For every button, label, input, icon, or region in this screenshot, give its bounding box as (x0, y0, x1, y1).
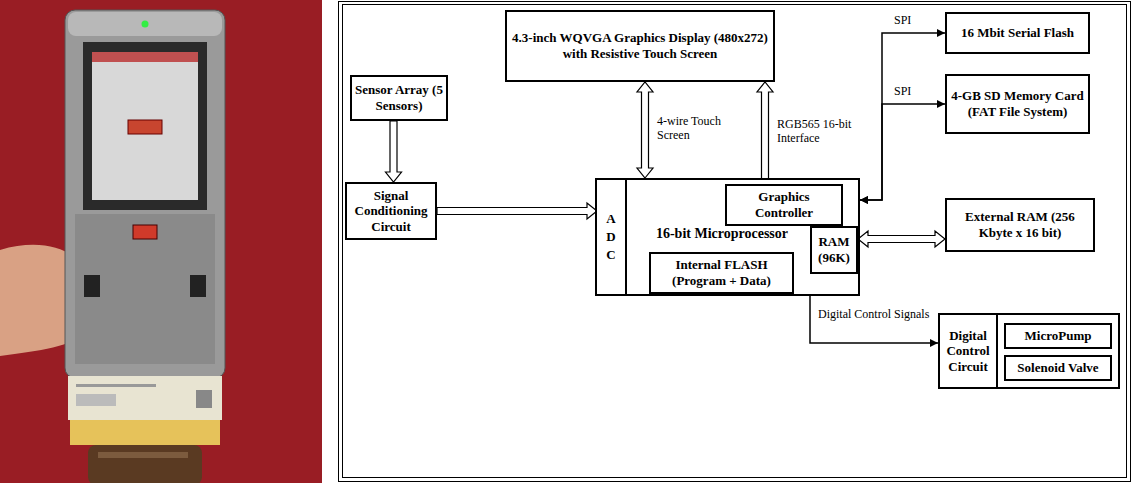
label-logo (76, 394, 116, 406)
photo-background (0, 0, 322, 483)
control-circuit-box: Digital Control Circuit MicroPumpSolenoid… (938, 313, 1120, 389)
box-label: Digital Control Circuit (940, 315, 998, 387)
connector-label: 4-wire Touch Screen (657, 114, 739, 143)
collar (70, 420, 220, 445)
screen (92, 52, 198, 200)
box-label: 16 Mbit Serial Flash (958, 25, 1077, 41)
ram-box: RAM (96K) (810, 226, 858, 274)
flash-box: 16 Mbit Serial Flash (945, 12, 1090, 54)
connector-label: Digital Control Signals (818, 307, 929, 321)
sensor-box: Sensor Array (5 Sensors) (350, 75, 448, 121)
sd-card-box: 4-GB SD Memory Card (FAT File System) (945, 74, 1090, 134)
box-label: Graphics Controller (727, 189, 841, 220)
block-arrow (386, 121, 402, 182)
vertical-label: ADC (602, 210, 620, 265)
box-label: MicroPump (1022, 328, 1095, 344)
sample-jar (88, 445, 202, 483)
adc-band: ADC (597, 180, 627, 294)
graphics-controller-box: Graphics Controller (725, 184, 843, 226)
label-stripe (76, 384, 156, 387)
signal-box: Signal Conditioning Circuit (345, 182, 437, 240)
block-arrow (858, 231, 945, 247)
box-label: Solenoid Valve (1014, 360, 1101, 376)
bus-line (860, 104, 945, 200)
pump-box: MicroPump (1004, 323, 1112, 349)
box-label: 16-bit Microprocessor (637, 226, 807, 243)
status-led (142, 21, 149, 28)
device-body (65, 10, 225, 378)
label-logo (196, 390, 212, 408)
control-panel (75, 214, 215, 364)
connector-label: RGB565 16-bit Interface (777, 117, 872, 146)
frame-outer (339, 2, 1131, 482)
external-ram-box: External RAM (256 Kbyte x 16 bit) (945, 198, 1095, 252)
box-label: RAM (96K) (812, 234, 856, 265)
display-box: 4.3-inch WQVGA Graphics Display (480x272… (505, 10, 775, 82)
box-label: External RAM (256 Kbyte x 16 bit) (947, 209, 1093, 240)
device-cap (68, 12, 222, 36)
power-button (133, 225, 157, 239)
box-label: 4-GB SD Memory Card (FAT File System) (947, 88, 1088, 119)
side-button (84, 275, 100, 297)
screen-header (92, 52, 198, 62)
box-label: 4.3-inch WQVGA Graphics Display (480x272… (507, 30, 773, 61)
label-plate (68, 376, 222, 420)
connector-label: SPI (894, 84, 911, 98)
screen-button (128, 120, 162, 134)
block-arrow (757, 82, 773, 184)
connector-label: SPI (894, 13, 911, 27)
bus-line (860, 33, 945, 200)
internal-flash-box: Internal FLASH (Program + Data) (649, 252, 794, 294)
valve-box: Solenoid Valve (1004, 355, 1112, 381)
block-arrow (637, 82, 653, 178)
box-label: Internal FLASH (Program + Data) (651, 257, 792, 288)
signal-line (810, 296, 938, 343)
screen-bezel (83, 42, 207, 210)
box-label: Signal Conditioning Circuit (347, 188, 435, 235)
jar-highlight (98, 452, 188, 458)
processor-box: 16-bit Microprocessor ADC Graphics Control… (595, 178, 860, 296)
frame-inner (343, 5, 1127, 478)
box-label: Sensor Array (5 Sensors) (352, 82, 446, 113)
photo-shade (0, 0, 322, 483)
side-button (190, 275, 206, 297)
block-arrow (437, 203, 597, 219)
